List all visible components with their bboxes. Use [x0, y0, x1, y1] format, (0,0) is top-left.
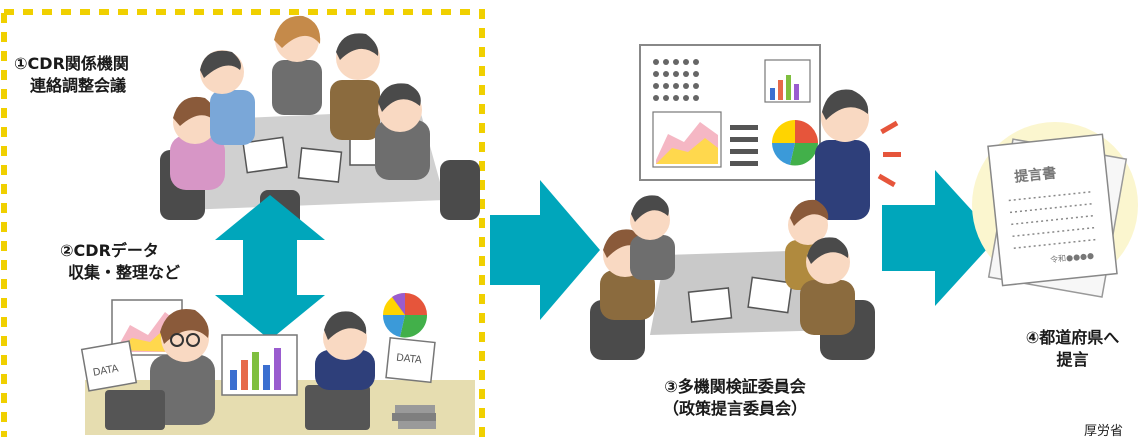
- data-work-illustration: DATA DATA: [80, 292, 475, 435]
- proposal-document-illustration: 提言書 令和●●●●: [972, 122, 1138, 298]
- right-arrow-icon: [882, 170, 997, 306]
- pie-chart-illustration: [382, 292, 428, 338]
- step3-label: ③多機関検証委員会 （政策提言委員会）: [620, 376, 850, 420]
- proposal-title: 提言書: [1013, 164, 1057, 185]
- step4-subtitle: 提言: [1056, 350, 1089, 369]
- up-down-arrow-icon: [215, 195, 325, 340]
- proposal-footer: 令和●●●●: [1050, 250, 1095, 265]
- step2-subtitle: 収集・整理など: [68, 263, 181, 282]
- step4-label: ④都道府県へ 提言: [1005, 327, 1140, 371]
- step1-subtitle: 連絡調整会議: [30, 76, 127, 95]
- data-label-right: DATA: [396, 353, 423, 367]
- step4-title: ④都道府県へ: [1025, 328, 1120, 347]
- step2-title: ②CDRデータ: [60, 241, 159, 260]
- meeting-illustration-top: [160, 15, 480, 230]
- data-sheet-right: DATA: [385, 336, 436, 384]
- dashed-group-border: [1, 9, 485, 437]
- right-arrow-icon: [490, 180, 600, 320]
- credit-text: 厚労省: [1084, 424, 1124, 439]
- data-sheet-left: DATA: [80, 340, 138, 392]
- step2-label: ②CDRデータ 収集・整理など: [60, 240, 180, 284]
- step1-label: ①CDR関係機関 連絡調整会議: [14, 53, 129, 97]
- step3-title: ③多機関検証委員会: [664, 377, 806, 396]
- step1-title: ①CDR関係機関: [14, 54, 129, 73]
- step3-subtitle: （政策提言委員会）: [662, 399, 807, 418]
- meeting-illustration-middle: [590, 44, 901, 360]
- data-label-left: DATA: [92, 363, 119, 378]
